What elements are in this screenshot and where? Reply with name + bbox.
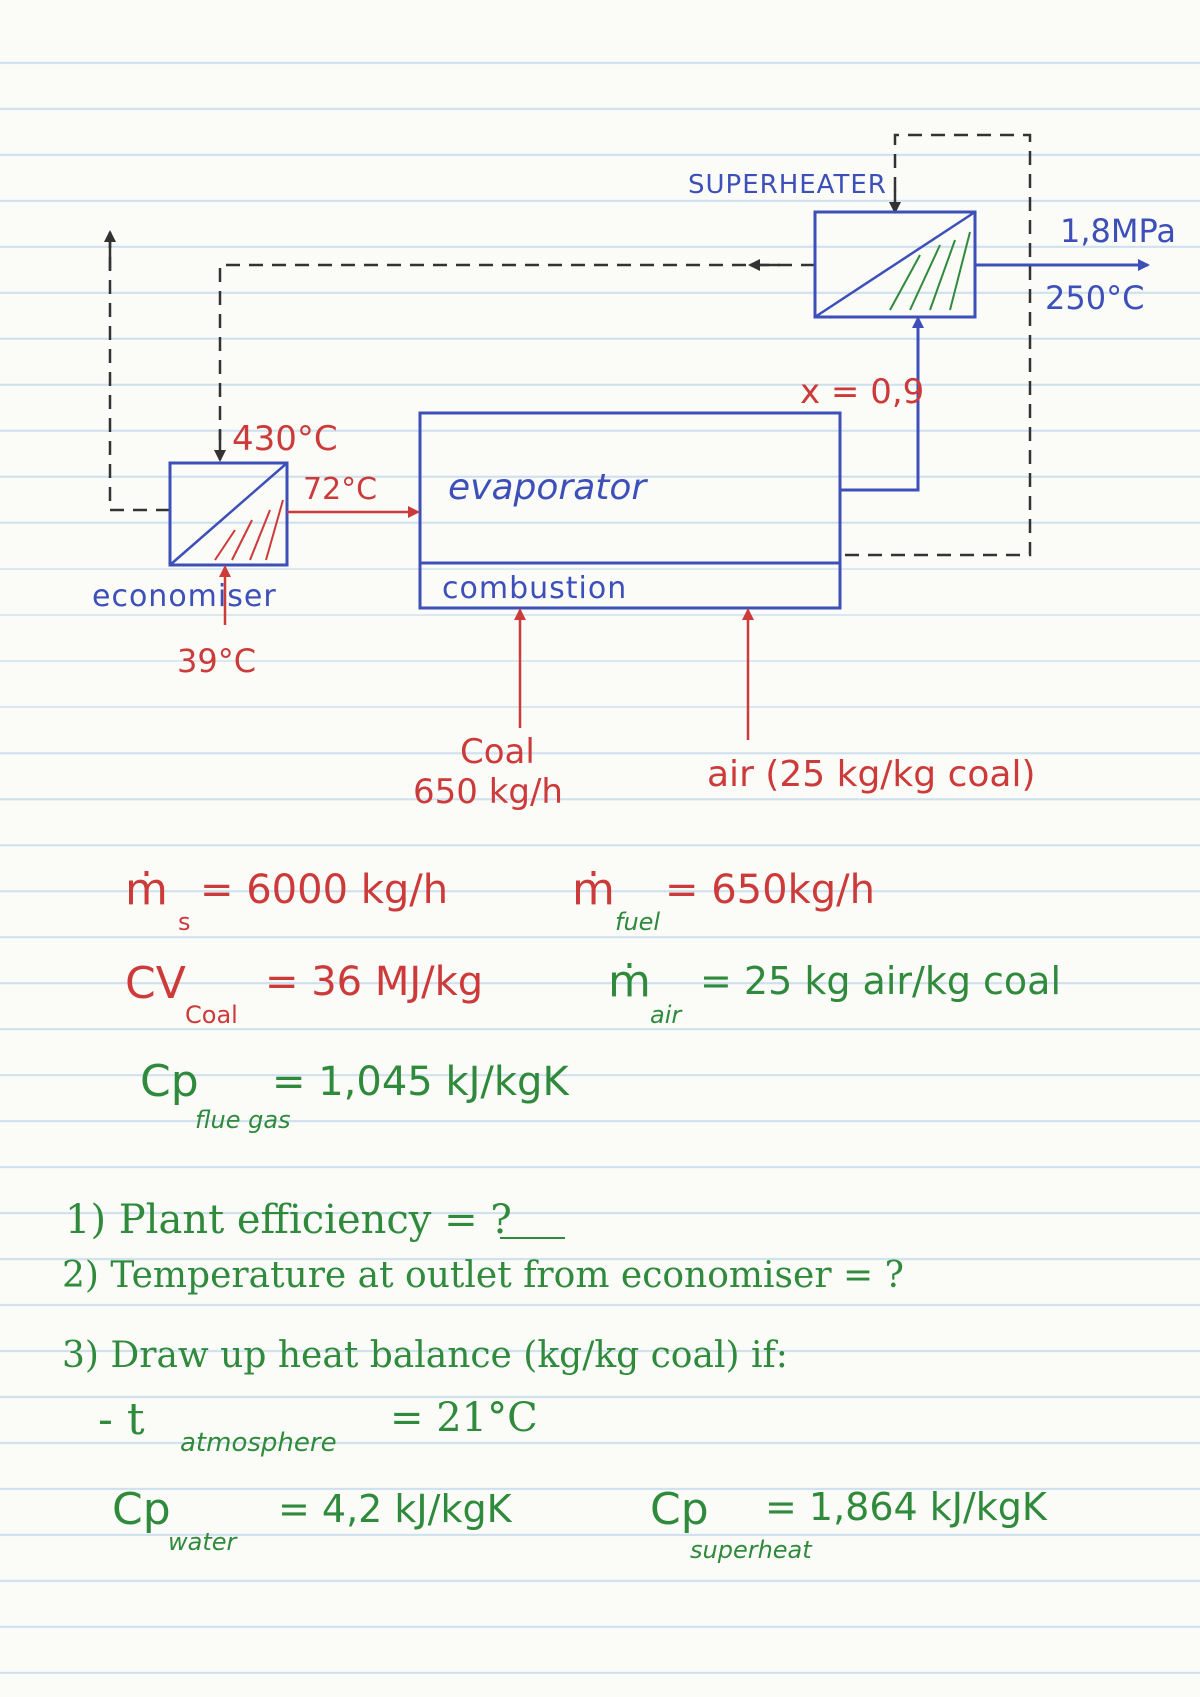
cp-superheat-value: = 1,864 kJ/kgK xyxy=(765,1485,1047,1529)
mfuel-value: = 650kg/h xyxy=(665,867,875,913)
cp-superheat-symbol: Cp xyxy=(650,1484,709,1535)
cp-superheat-sub: superheat xyxy=(690,1536,812,1564)
superheater-label: SUPERHEATER xyxy=(688,170,887,200)
flue-in-temp-label: 430°C xyxy=(232,419,338,459)
steam-quality-label: x = 0,9 xyxy=(800,372,925,412)
air-label: air (25 kg/kg coal) xyxy=(707,754,1036,795)
mair-symbol: ṁ xyxy=(608,956,651,1007)
question-heat-balance: 3) Draw up heat balance (kg/kg coal) if: xyxy=(62,1335,788,1376)
cv-value: = 36 MJ/kg xyxy=(265,959,484,1005)
evaporator-to-superheater xyxy=(840,335,920,492)
cv-symbol: CV xyxy=(125,958,186,1009)
outlet-temp-label: 250°C xyxy=(1045,279,1145,317)
evaporator-box xyxy=(418,411,842,610)
superheater-hatching xyxy=(889,231,971,311)
coal-rate-label: 650 kg/h xyxy=(413,772,563,812)
cv-sub: Coal xyxy=(185,1001,238,1029)
question-plant-efficiency: 1) Plant efficiency = ? xyxy=(65,1197,512,1243)
t-atm-value: = 21°C xyxy=(390,1395,538,1441)
ms-symbol: ṁ xyxy=(125,864,168,915)
cp-water-symbol: Cp xyxy=(112,1484,171,1535)
cp-water-value: = 4,2 kJ/kgK xyxy=(278,1487,512,1531)
mfuel-sub: fuel xyxy=(615,908,661,936)
mfuel-symbol: ṁ xyxy=(572,864,615,915)
cp-flue-symbol: Cp xyxy=(140,1056,199,1107)
t-atm-sub: atmosphere xyxy=(180,1428,337,1458)
combustion-label: combustion xyxy=(442,571,628,606)
evaporator-label: evaporator xyxy=(448,467,647,508)
water-out-temp-label: 72°C xyxy=(303,472,378,507)
cp-flue-value: = 1,045 kJ/kgK xyxy=(272,1059,569,1105)
t-atm-prefix: - t xyxy=(98,1394,145,1445)
pressure-label: 1,8MPa xyxy=(1060,212,1176,250)
flue-gas-path xyxy=(108,133,1032,557)
cp-flue-sub: flue gas xyxy=(195,1106,291,1134)
ms-value: = 6000 kg/h xyxy=(200,867,449,913)
mair-sub: air xyxy=(650,1001,682,1029)
water-in-temp-label: 39°C xyxy=(177,642,257,680)
coal-label: Coal xyxy=(460,732,535,772)
question-economiser-outlet: 2) Temperature at outlet from economiser… xyxy=(62,1255,904,1296)
mair-value: = 25 kg air/kg coal xyxy=(700,959,1062,1003)
cp-water-sub: water xyxy=(168,1528,237,1556)
ms-sub: s xyxy=(178,908,191,936)
economiser-hatching xyxy=(214,499,284,561)
economiser-label: economiser xyxy=(92,579,277,614)
